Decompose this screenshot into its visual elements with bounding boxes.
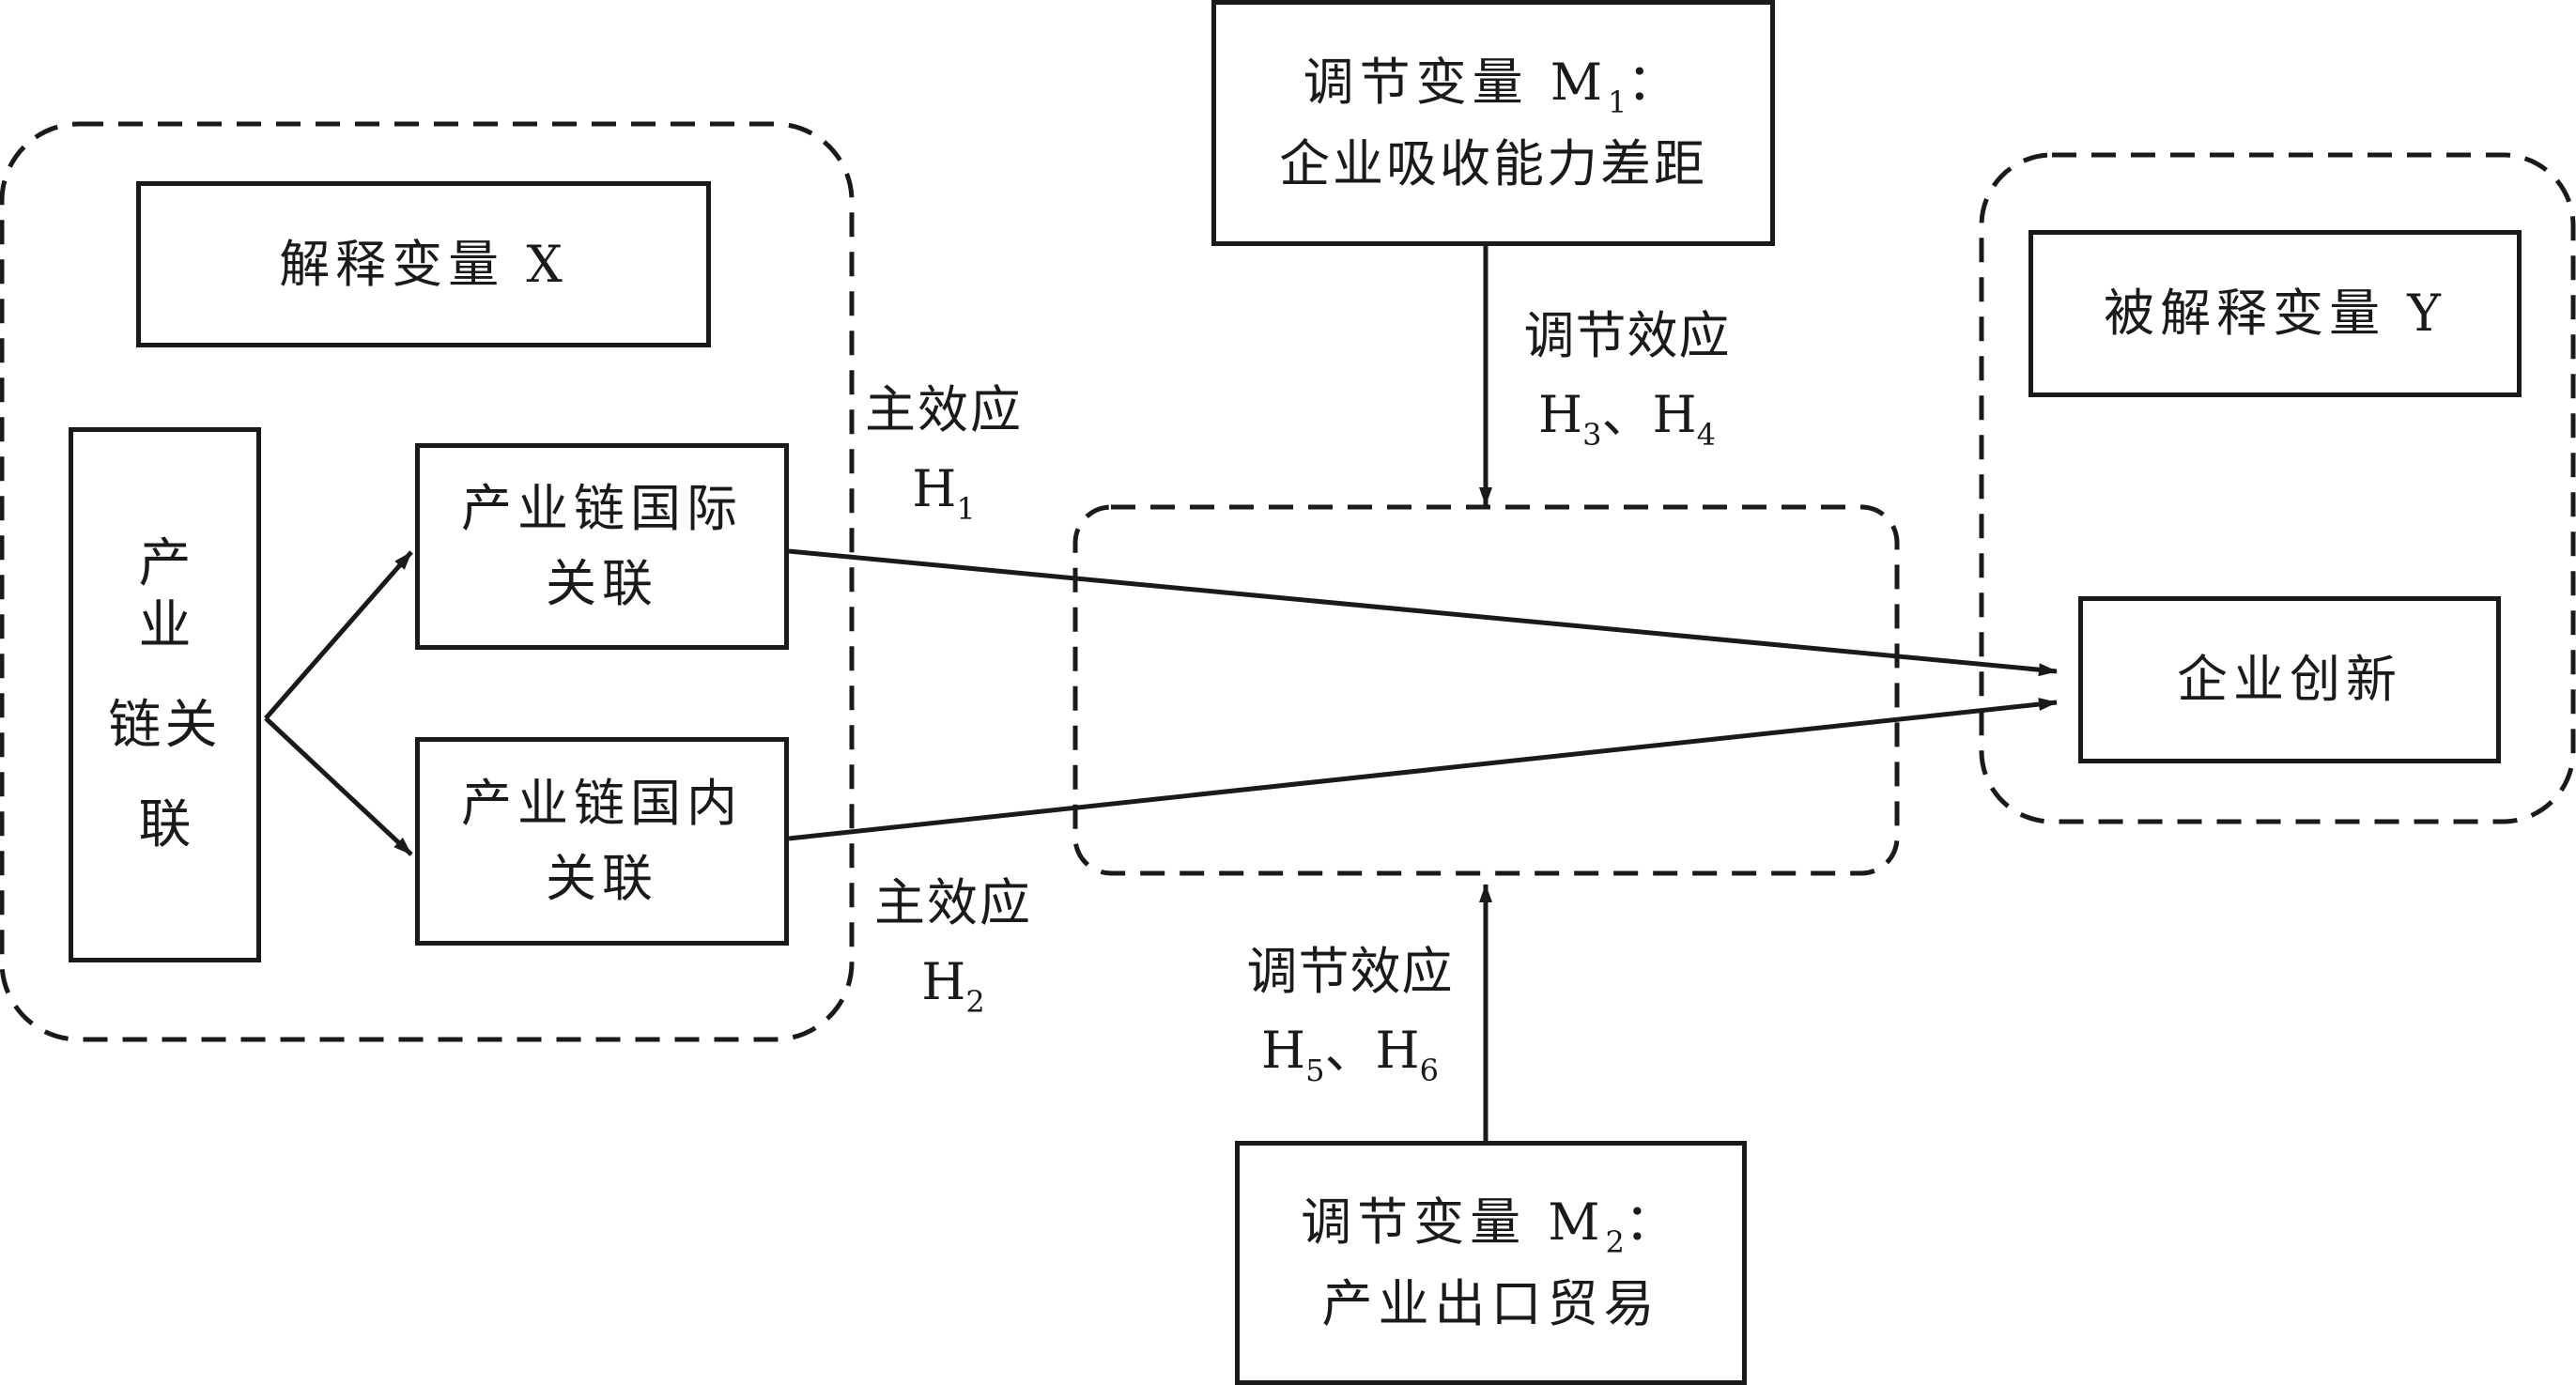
moderation-top-sub1: 3 (1582, 417, 1602, 453)
chain-link-line-2: 业 (138, 595, 192, 656)
explanatory-variable-box: 解释变量 X (136, 181, 711, 347)
chain-domestic-box: 产业链国内 关联 (415, 737, 789, 946)
dependent-group-frame (1979, 152, 2576, 824)
moderator-m1-prefix: 调节变量 M (1303, 52, 1609, 112)
moderation-top-sep: 、 (1601, 385, 1653, 444)
moderation-bottom-h2: H (1375, 1021, 1420, 1080)
explanatory-variable-label: 解释变量 X (279, 234, 568, 294)
dependent-variable-label: 被解释变量 Y (2104, 284, 2446, 343)
moderation-top-text: 调节效应 (1523, 306, 1731, 365)
moderator-m1-colon: ： (1627, 52, 1684, 112)
moderation-top-h1: H (1538, 385, 1583, 444)
main-effect-2-label: 主效应 H2 (859, 864, 1047, 1028)
moderation-bottom-sep: 、 (1324, 1021, 1376, 1080)
moderator-m2-colon: ： (1624, 1192, 1681, 1252)
chain-link-line-1: 产 (138, 533, 192, 594)
moderator-m1-line-1: 调节变量 M1： (1303, 45, 1684, 127)
arrow-split-domestic (264, 716, 413, 856)
dependent-variable-box: 被解释变量 Y (2028, 230, 2522, 397)
arrow-split-international (264, 550, 413, 720)
chain-domestic-line-1: 产业链国内 (461, 774, 743, 833)
moderation-bottom-hypotheses: H5、H6 (1226, 1011, 1474, 1097)
innovation-label: 企业创新 (2177, 650, 2402, 709)
moderation-top-label: 调节效应 H3、H4 (1503, 297, 1751, 461)
main-effect-2-text: 主效应 (874, 873, 1032, 932)
arrow-main-effect-2 (788, 698, 2058, 841)
main-effect-2-h: H (921, 952, 966, 1011)
chain-international-line-1: 产业链国际 (461, 479, 743, 538)
arrow-main-effect-1 (788, 548, 2058, 677)
moderator-m2-line-2: 产业出口贸易 (1321, 1273, 1660, 1333)
chain-domestic-line-2: 关联 (546, 849, 658, 908)
moderation-bottom-sub1: 5 (1305, 1053, 1325, 1088)
moderator-m2-box: 调节变量 M2： 产业出口贸易 (1235, 1141, 1747, 1385)
moderator-m2-line-1: 调节变量 M2： (1301, 1185, 1681, 1267)
main-effect-1-sub: 1 (956, 491, 976, 527)
chain-international-line-2: 关联 (546, 554, 658, 613)
moderation-zone-frame (1072, 504, 1900, 876)
moderation-bottom-h1: H (1261, 1021, 1306, 1080)
moderator-m1-line-2: 企业吸收能力差距 (1279, 133, 1707, 193)
moderation-bottom-label: 调节效应 H5、H6 (1226, 932, 1474, 1097)
main-effect-1-text: 主效应 (865, 380, 1023, 439)
moderation-top-hypotheses: H3、H4 (1503, 376, 1751, 461)
chain-link-line-3: 链关 (108, 695, 222, 756)
main-effect-1-h: H (912, 459, 957, 518)
moderation-bottom-sub2: 6 (1419, 1053, 1439, 1088)
main-effect-1-hypothesis: H1 (850, 450, 1038, 535)
main-effect-2-sub: 2 (965, 984, 985, 1020)
moderator-m2-prefix: 调节变量 M (1301, 1192, 1606, 1252)
moderator-m2-subscript: 2 (1605, 1223, 1625, 1260)
innovation-box: 企业创新 (2078, 596, 2501, 763)
moderator-m1-subscript: 1 (1608, 84, 1627, 120)
chain-link-line-4: 联 (138, 794, 192, 855)
explanatory-group-frame (0, 121, 855, 1042)
chain-international-box: 产业链国际 关联 (415, 443, 789, 650)
moderation-bottom-text: 调节效应 (1246, 942, 1454, 1001)
main-effect-1-label: 主效应 H1 (850, 371, 1038, 535)
moderation-top-h2: H (1652, 385, 1697, 444)
moderation-top-sub2: 4 (1696, 417, 1716, 453)
moderator-m1-box: 调节变量 M1： 企业吸收能力差距 (1211, 0, 1775, 246)
main-effect-2-hypothesis: H2 (859, 943, 1047, 1028)
chain-link-box: 产 业 链关 联 (69, 427, 261, 962)
